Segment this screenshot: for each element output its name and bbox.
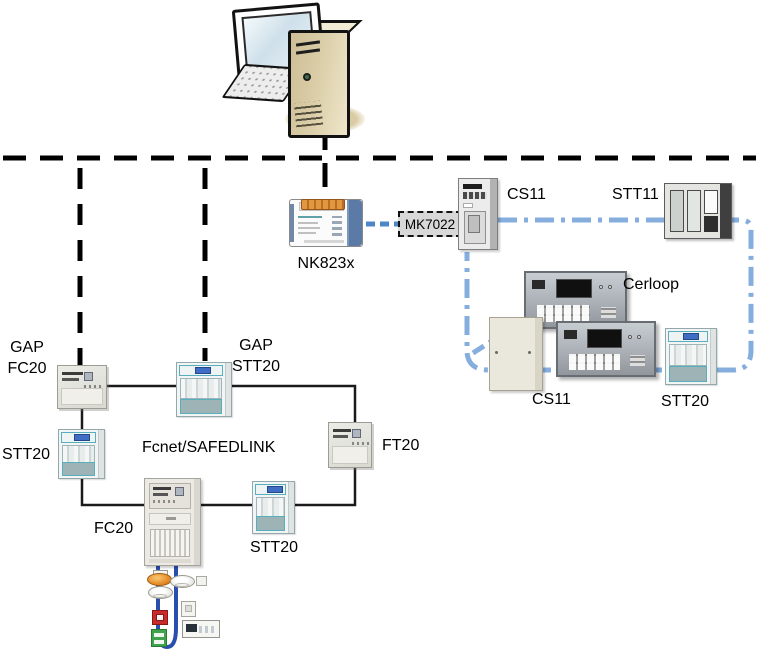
io-module-icon <box>151 629 167 647</box>
display <box>195 367 212 374</box>
gap-fc20-panel-icon <box>57 365 107 409</box>
operating-terminal-icon <box>556 321 656 377</box>
stt11-terminal-icon <box>664 183 732 239</box>
stt20-mid-label: STT20 <box>249 539 298 556</box>
computer-icon <box>221 2 368 139</box>
cerloop-bus-line <box>464 217 754 373</box>
display <box>463 184 482 189</box>
keypad <box>463 192 487 199</box>
stt20-cabinet-icon <box>252 481 295 534</box>
cs11-wall-cabinet-icon <box>489 317 543 391</box>
display <box>74 434 91 441</box>
keypad <box>536 305 591 322</box>
stt11-label: STT11 <box>612 186 659 203</box>
cs11-top-label: CS11 <box>507 186 546 203</box>
keypad <box>568 353 621 370</box>
cabinet-door <box>464 211 486 244</box>
fc20-label: FC20 <box>94 520 134 537</box>
display <box>555 279 593 299</box>
gap-stt20-label: GAP STT20 <box>231 337 280 375</box>
fc20-station-icon <box>144 478 201 566</box>
stt20-cabinet-icon <box>58 429 105 479</box>
alarm-beacon-icon <box>147 570 173 587</box>
keypad <box>199 626 216 633</box>
manual-call-point-icon <box>152 610 168 625</box>
nk823x-gateway-icon <box>289 199 363 247</box>
mk7022-label: MK7022 <box>404 216 456 232</box>
terminal-block <box>301 199 345 210</box>
smoke-detector-icon <box>170 575 207 591</box>
ft20-panel-icon <box>328 422 372 468</box>
display <box>586 329 623 348</box>
nk823x-label: NK823x <box>297 255 355 272</box>
power-button <box>303 73 311 81</box>
din-rail-flange <box>347 200 362 246</box>
stt20-left-label: STT20 <box>2 446 51 463</box>
mk7022-box: MK7022 <box>398 211 462 237</box>
stt20-loop-label: STT20 <box>661 393 710 410</box>
cs11-loop-label: CS11 <box>532 391 571 408</box>
gap-stt20-cabinet-icon <box>176 362 232 417</box>
floor-repeater-terminal-icon <box>182 620 220 638</box>
stt20-cabinet-icon <box>665 328 717 385</box>
smoke-detector-icon <box>148 586 174 601</box>
tower-icon <box>288 20 363 138</box>
fcnet-safedlink-label: Fcnet/SAFEDLINK <box>142 439 276 456</box>
display <box>84 372 94 381</box>
display <box>186 624 197 632</box>
ft20-label: FT20 <box>382 437 420 454</box>
display <box>175 487 184 496</box>
display <box>683 333 699 340</box>
gap-fc20-label: GAP FC20 <box>7 339 47 377</box>
wall-module-icon <box>181 601 196 617</box>
display <box>352 429 362 438</box>
cs11-panel-icon <box>458 178 498 250</box>
cerloop-label: Cerloop <box>623 276 680 293</box>
safedlink-line-d <box>80 478 146 507</box>
display <box>266 486 283 493</box>
